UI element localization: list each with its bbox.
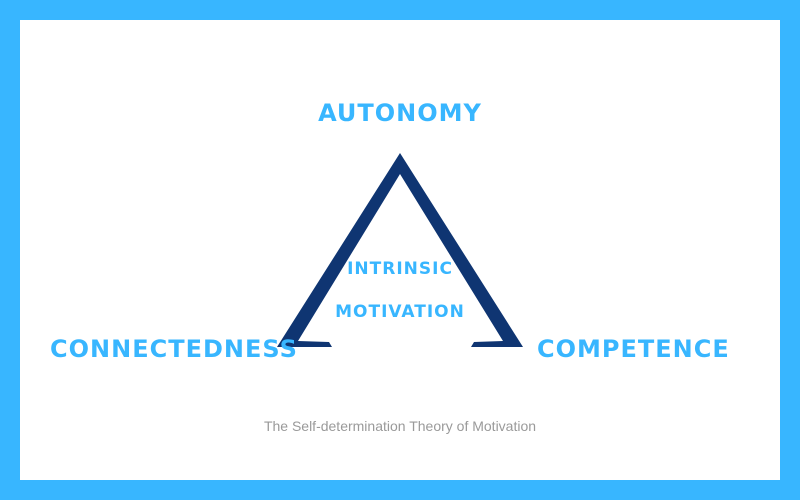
triangle-shape [277,153,523,347]
diagram-caption: The Self-determination Theory of Motivat… [263,418,537,434]
competence-label: COMPETENCE [537,335,730,363]
center-label-intrinsic: INTRINSIC [347,259,453,279]
connectedness-label: CONNECTEDNESS [50,335,298,363]
diagram-card [20,20,780,480]
center-label-motivation: MOTIVATION [335,302,465,322]
autonomy-label: AUTONOMY [318,99,482,127]
